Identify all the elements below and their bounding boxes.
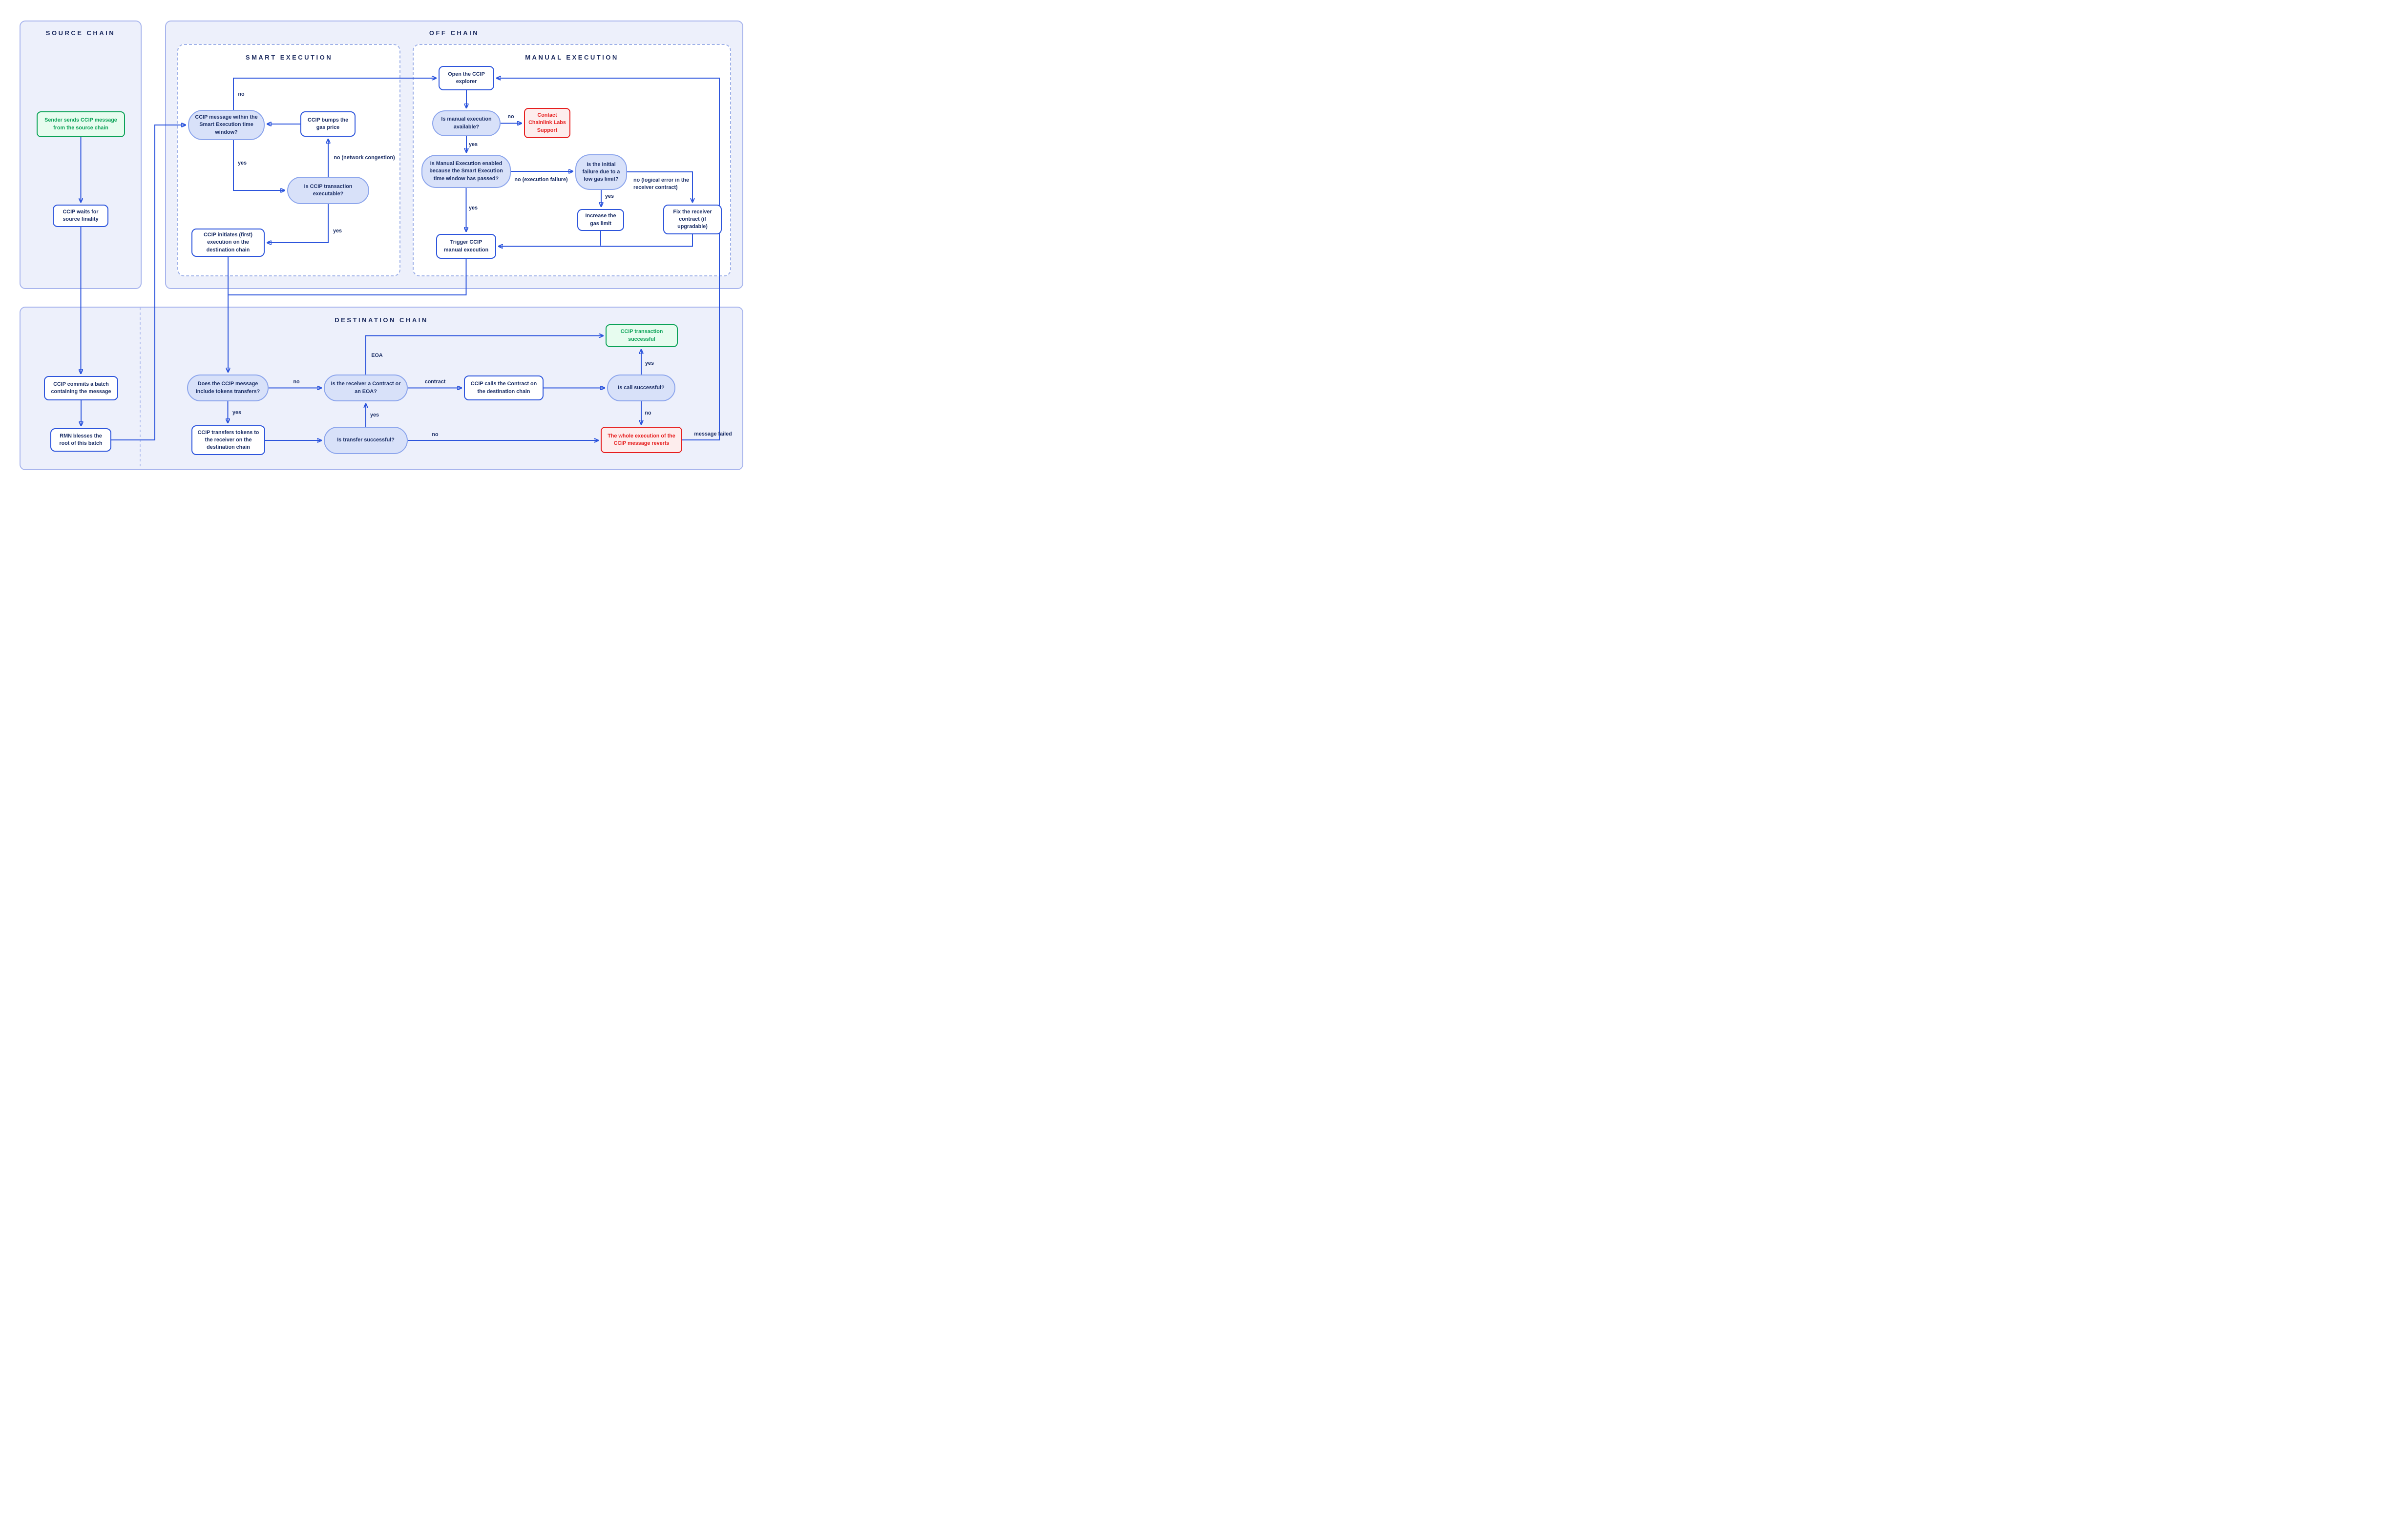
edge-label-failure-yes: yes: [605, 193, 614, 199]
edge-label-enabled-yes: yes: [468, 205, 478, 211]
node-ccip-transfers: CCIP transfers tokens to the receiver on…: [191, 425, 265, 455]
edge-label-executable-yes: yes: [333, 228, 342, 234]
edge-message-failed-to-explorer: [497, 78, 720, 440]
edge-receiver-eoa-to-success: [365, 336, 603, 375]
title-off-chain: OFF CHAIN: [429, 29, 480, 37]
edge-label-network-congestion: no (network congestion): [334, 155, 395, 161]
title-source-chain: SOURCE CHAIN: [45, 29, 116, 37]
title-smart-execution: SMART EXECUTION: [245, 54, 333, 61]
node-call-successful: Is call successful?: [607, 375, 675, 401]
node-msg-within-window: CCIP message within the Smart Execution …: [188, 110, 265, 140]
edge-fix-to-trigger: [499, 234, 693, 247]
edge-label-available-no: no: [507, 114, 514, 120]
edge-failure-no-to-fix: [627, 171, 692, 202]
node-is-receiver: Is the receiver a Contract or an EOA?: [324, 375, 408, 401]
node-sender-sends: Sender sends CCIP message from the sourc…: [37, 111, 125, 137]
title-manual-execution: MANUAL EXECUTION: [525, 54, 619, 61]
edge-label-contract: contract: [424, 379, 446, 385]
node-open-explorer: Open the CCIP explorer: [439, 66, 494, 90]
node-trigger-manual: Trigger CCIP manual execution: [436, 234, 496, 259]
edge-label-window-no: no: [238, 91, 245, 97]
edge-label-execution-failure: no (execution failure): [514, 177, 568, 183]
edge-trigger-to-destination: [229, 259, 467, 295]
edge-label-does-yes: yes: [232, 410, 242, 416]
edge-label-message-failed: message failed: [694, 431, 732, 437]
node-tx-executable: Is CCIP transaction executable?: [287, 177, 369, 204]
edge-label-transfer-yes: yes: [370, 412, 379, 418]
edge-label-eoa: EOA: [371, 353, 383, 358]
node-increase-gas: Increase the gas limit: [577, 209, 624, 231]
ccip-flow-diagram: SOURCE CHAIN OFF CHAIN SMART EXECUTION M…: [0, 0, 750, 483]
edge-rmn-to-window: [111, 125, 186, 440]
node-does-tokens: Does the CCIP message include tokens tra…: [187, 375, 269, 401]
node-initial-failure: Is the initial failure due to a low gas …: [575, 154, 627, 190]
node-transfer-successful: Is transfer successful?: [324, 427, 408, 454]
node-rmn-blesses: RMN blesses the root of this batch: [50, 428, 111, 452]
node-whole-reverts: The whole execution of the CCIP message …: [601, 427, 682, 453]
edge-window-yes-to-executable: [233, 140, 285, 190]
edge-label-available-yes: yes: [468, 142, 478, 147]
edge-window-no-to-explorer: [233, 78, 436, 110]
edge-label-does-no: no: [293, 379, 300, 385]
edge-executable-yes-to-initiates: [267, 204, 329, 243]
node-manual-available: Is manual execution available?: [432, 110, 501, 136]
title-destination-chain: DESTINATION CHAIN: [335, 316, 428, 324]
node-ccip-initiates: CCIP initiates (first) execution on the …: [191, 229, 265, 257]
node-ccip-bumps: CCIP bumps the gas price: [300, 111, 356, 137]
edge-label-call-yes: yes: [645, 360, 654, 366]
edge-label-window-yes: yes: [237, 160, 247, 166]
node-manual-enabled: Is Manual Execution enabled because the …: [421, 155, 511, 188]
node-contact-support: Contact Chainlink Labs Support: [524, 108, 570, 138]
node-ccip-waits: CCIP waits for source finality: [53, 205, 108, 227]
node-ccip-commits: CCIP commits a batch containing the mess…: [44, 376, 118, 400]
edge-label-call-no: no: [645, 410, 651, 416]
edge-label-transfer-no: no: [432, 432, 439, 437]
flow-connectors: [0, 0, 720, 469]
node-tx-successful: CCIP transaction successful: [606, 324, 678, 347]
edge-label-logical-error: no (logical error in the receiver contra…: [633, 177, 689, 190]
node-ccip-calls: CCIP calls the Contract on the destinati…: [464, 375, 544, 400]
node-fix-receiver: Fix the receiver contract (if upgradable…: [663, 205, 722, 234]
